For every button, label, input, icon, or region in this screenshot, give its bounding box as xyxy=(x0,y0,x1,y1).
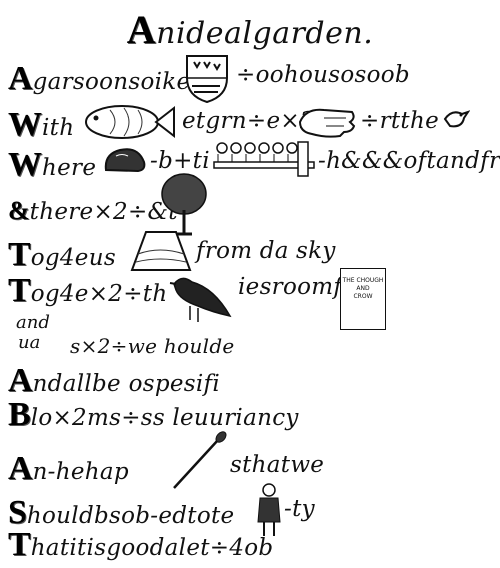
line-text: s×2÷we houlde xyxy=(70,334,235,358)
small-word: leu xyxy=(172,405,209,431)
page-title: Anidealgarden. xyxy=(0,6,500,53)
small-word-ua: ua xyxy=(18,332,41,353)
rebus-line-3-after2: -h&&&oftandfre xyxy=(318,148,500,174)
bird-icon xyxy=(443,110,470,128)
rebus-line-10-after: sthatwe xyxy=(230,452,324,478)
line-text: here xyxy=(42,155,97,181)
small-word: da xyxy=(259,238,289,264)
line-text: ÷rtthe xyxy=(360,108,439,134)
line-text: there×2÷&t xyxy=(29,199,178,225)
rebus-line-8: Andallbe ospesifi xyxy=(8,362,220,400)
rock-icon xyxy=(104,148,146,173)
title-rest: nidealgarden. xyxy=(156,16,374,51)
line-initial: A xyxy=(8,450,33,487)
crowd-icon xyxy=(213,141,315,177)
line-text: sky xyxy=(296,238,336,264)
line-text: og4e×2÷th xyxy=(30,281,168,307)
rebus-line-3: Where xyxy=(8,146,96,184)
line-text: n-hehap xyxy=(32,459,129,485)
small-word-and: and xyxy=(16,312,50,333)
book-title-line: AND xyxy=(356,285,370,292)
rebus-line-6: Tog4e×2÷th xyxy=(8,272,167,310)
line-text: og4eus xyxy=(30,245,116,271)
rebus-line-9: Blo×2ms÷ss leuuriancy xyxy=(8,396,299,434)
crow-icon xyxy=(169,277,232,322)
book-title-line: CROW xyxy=(353,293,373,300)
line-text: etgrn÷e×2 xyxy=(182,108,315,134)
brush-icon xyxy=(173,431,227,489)
rebus-line-2-after: etgrn÷e×2 xyxy=(182,108,315,134)
book-icon: THE CHOUGH AND CROW xyxy=(340,268,386,330)
lampshade-icon xyxy=(130,231,192,271)
line-initial: T xyxy=(8,526,31,563)
rebus-line-3-after: -b+ti xyxy=(150,148,210,174)
line-text: ÷oohousosoob xyxy=(236,62,410,88)
title-initial: A xyxy=(126,7,157,52)
rebus-line-4: &there×2÷&t xyxy=(8,196,178,226)
rebus-line-1: Agarsoonsoike xyxy=(8,60,190,98)
line-text: -ty xyxy=(284,496,315,522)
rebus-line-1-after: ÷oohousosoob xyxy=(236,62,410,88)
line-text: -h&&&oftandfre xyxy=(318,148,500,174)
line-text: garsoonsoike xyxy=(32,69,191,95)
line-text: lo×2ms÷ss xyxy=(30,405,165,431)
line-initial: T xyxy=(8,236,31,273)
rebus-line-10: An-hehap xyxy=(8,450,129,488)
line-initial: S xyxy=(8,494,27,531)
rebus-line-5-after: from da sky xyxy=(196,238,336,264)
rebus-line-11: Shouldbsob-edtote xyxy=(8,494,234,532)
book-title-line: THE CHOUGH xyxy=(342,277,384,284)
rebus-line-2-after2: ÷rtthe xyxy=(360,108,439,134)
man-icon xyxy=(257,483,281,536)
line-text: -b+ti xyxy=(150,148,210,174)
rebus-line-12: Thatitisgoodalet÷4ob xyxy=(8,526,273,564)
line-initial: A xyxy=(8,362,33,399)
rebus-line-5: Tog4eus xyxy=(8,236,116,274)
rebus-line-7: s×2÷we houlde xyxy=(70,334,235,358)
tree-icon xyxy=(161,173,207,236)
line-text: hatitisgoodalet÷4ob xyxy=(30,535,274,561)
line-text: uriancy xyxy=(209,405,299,431)
line-text: from xyxy=(196,238,253,264)
fish-icon xyxy=(85,105,175,139)
line-text: houldbsob-edtote xyxy=(26,503,235,529)
line-initial: W xyxy=(8,146,42,183)
shield-icon xyxy=(186,55,228,104)
line-initial: A xyxy=(8,60,33,97)
line-text: sthatwe xyxy=(230,452,325,478)
line-text: ith xyxy=(42,115,75,141)
rebus-line-2: With xyxy=(8,106,74,144)
rebus-line-11-after: -ty xyxy=(284,496,315,522)
line-text: ndallbe ospesifi xyxy=(32,371,220,397)
line-initial: & xyxy=(8,196,30,225)
line-initial: W xyxy=(8,106,42,143)
hand-icon xyxy=(298,108,356,138)
line-initial: B xyxy=(8,396,31,433)
line-initial: T xyxy=(8,272,31,309)
